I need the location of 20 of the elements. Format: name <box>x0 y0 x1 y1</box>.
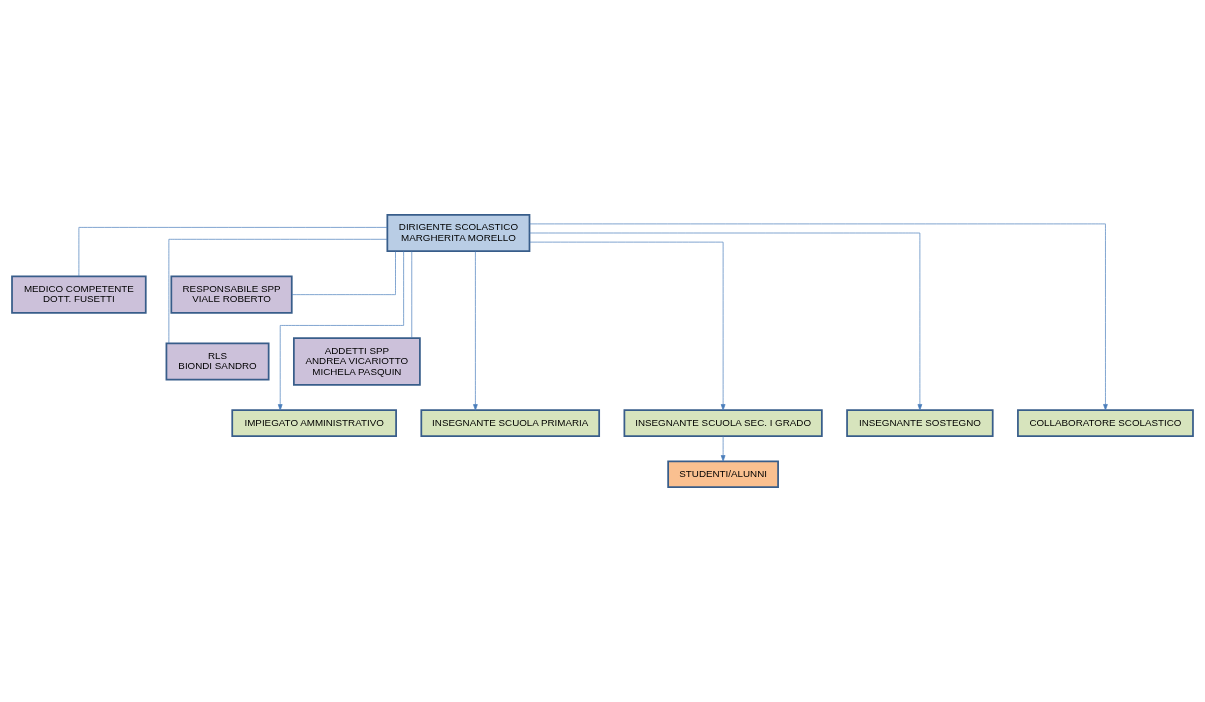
node-box: RESPONSABILE SPP VIALE ROBERTO <box>170 275 293 314</box>
node-box: MEDICO COMPETENTE DOTT. FUSETTI <box>11 275 147 314</box>
node-box: DIRIGENTE SCOLASTICO MARGHERITA MORELLO <box>386 213 531 253</box>
connector <box>291 251 396 295</box>
node-box: INSEGNANTE SCUOLA PRIMARIA <box>420 409 601 437</box>
arrow <box>277 250 404 411</box>
node-box: INSEGNANTE SOSTEGNO <box>846 409 994 437</box>
node-box: STUDENTI/ALUNNI <box>667 460 779 489</box>
connector <box>411 251 413 339</box>
arrow <box>529 223 1108 411</box>
node-box: COLLABORATORE SCOLASTICO <box>1017 409 1194 437</box>
node-box: ADDETTI SPP ANDREA VICARIOTTO MICHELA PASQUIN <box>293 337 421 386</box>
node-box: RLS BIONDI SANDRO <box>165 342 270 381</box>
connector <box>78 227 388 277</box>
node-box: IMPIEGATO AMMINISTRATIVO <box>231 409 397 437</box>
arrow <box>720 435 726 462</box>
arrow <box>529 232 923 411</box>
arrow <box>529 241 726 411</box>
node-box: INSEGNANTE SCUOLA SEC. I GRADO <box>623 409 823 437</box>
arrow <box>473 250 478 411</box>
